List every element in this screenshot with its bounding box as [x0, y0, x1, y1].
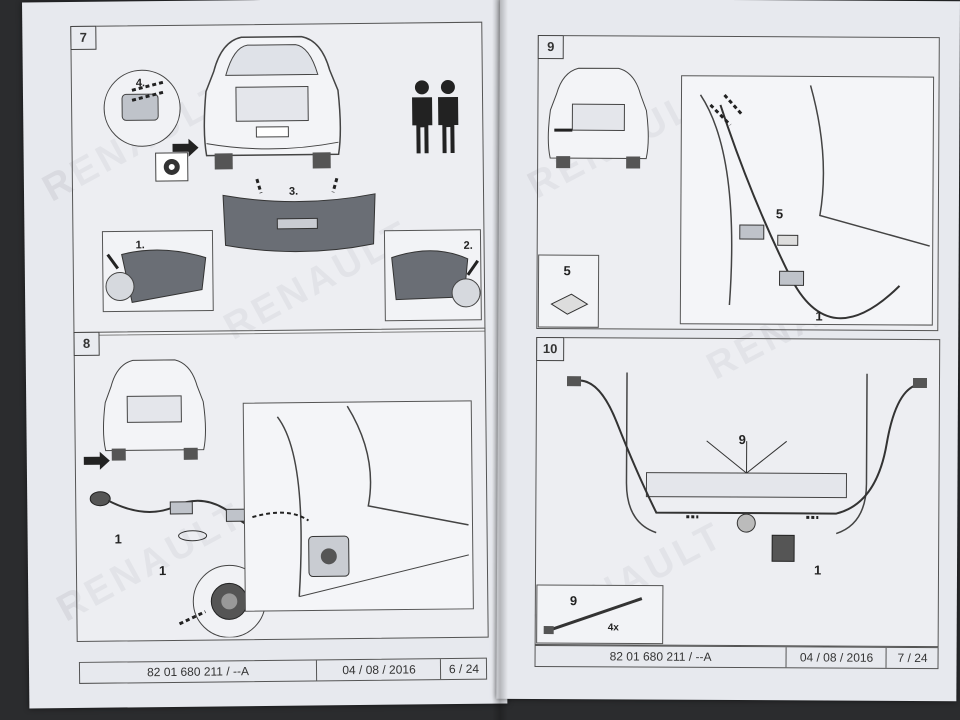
- callout-connector: 1: [815, 308, 822, 323]
- callout-left-clip: 1.: [135, 239, 144, 251]
- car-rear-illustration: [203, 35, 342, 170]
- left-page: RENAULT RENAULT RENAULT RENAULT 7: [22, 0, 508, 709]
- callout-grommet: 1: [115, 531, 122, 546]
- right-clip-detail-illustration: [383, 229, 482, 322]
- callout-inset-pad: 5: [564, 263, 571, 278]
- svg-text:1: 1: [815, 308, 822, 323]
- callout-unclip: 4.: [136, 77, 145, 89]
- step7-panel: 7 4.: [70, 21, 486, 336]
- step-number: 8: [73, 331, 100, 356]
- step10-panel: 10 9 1: [534, 336, 941, 648]
- page-number: 6 / 24: [439, 658, 488, 680]
- step-number: 10: [536, 336, 565, 362]
- svg-text:1: 1: [159, 563, 166, 578]
- callout-ties: 9: [739, 432, 746, 447]
- svg-text:5: 5: [776, 206, 783, 221]
- step9-panel: 9 5: [536, 34, 940, 332]
- step-number: 9: [537, 34, 564, 60]
- callout-grommet-detail: 1: [159, 563, 166, 578]
- svg-text:5: 5: [564, 263, 571, 278]
- right-page: RENAULT RENAULT RENAULT 9 5: [496, 0, 960, 702]
- step8-panel: 8 1: [73, 327, 489, 642]
- svg-text:1: 1: [115, 531, 122, 546]
- car-rear-small-illustration: [102, 359, 206, 461]
- underbody-wiring-illustration: [566, 372, 928, 562]
- svg-text:2.: 2.: [464, 240, 473, 252]
- arrow-icon: [83, 451, 110, 470]
- two-persons-icon: [412, 80, 459, 154]
- callout-lower: 3.: [289, 186, 298, 198]
- svg-text:9: 9: [570, 593, 577, 608]
- page-number: 7 / 24: [885, 647, 939, 669]
- part-number: 82 01 680 211 / --A: [147, 664, 250, 680]
- callout-tie-inset: 9: [570, 593, 577, 608]
- svg-text:4x: 4x: [608, 622, 620, 633]
- svg-text:1: 1: [814, 562, 821, 577]
- car-rear-small-illustration: [547, 67, 649, 169]
- date: 04 / 08 / 2016: [315, 659, 442, 681]
- svg-text:1.: 1.: [135, 239, 144, 251]
- callout-right-clip: 2.: [464, 240, 473, 252]
- part-number: 82 01 680 211 / --A: [609, 649, 712, 664]
- pad-inset-illustration: [537, 254, 600, 328]
- cable-tie-inset-illustration: [536, 584, 664, 645]
- sensor-icon: [155, 152, 189, 182]
- arrow-icon: [172, 138, 199, 157]
- clip-detail-illustration: [103, 69, 181, 147]
- left-clip-detail-illustration: [101, 230, 214, 313]
- trunk-wiring-illustration: [679, 75, 935, 326]
- svg-text:9: 9: [739, 432, 746, 447]
- left-page-footer: 82 01 680 211 / --A 04 / 08 / 2016 6 / 2…: [78, 657, 488, 684]
- trunk-interior-illustration: [242, 400, 474, 612]
- callout-socket: 1: [814, 562, 821, 577]
- right-page-footer: 82 01 680 211 / --A 04 / 08 / 2016 7 / 2…: [534, 644, 939, 670]
- date: 04 / 08 / 2016: [785, 647, 887, 668]
- step-number: 7: [70, 25, 97, 50]
- callout-pad: 5: [776, 206, 783, 221]
- callout-tie-quantity: 4x: [608, 622, 620, 633]
- bumper-illustration: [222, 177, 376, 253]
- svg-text:4.: 4.: [136, 77, 145, 89]
- svg-text:3.: 3.: [289, 186, 298, 198]
